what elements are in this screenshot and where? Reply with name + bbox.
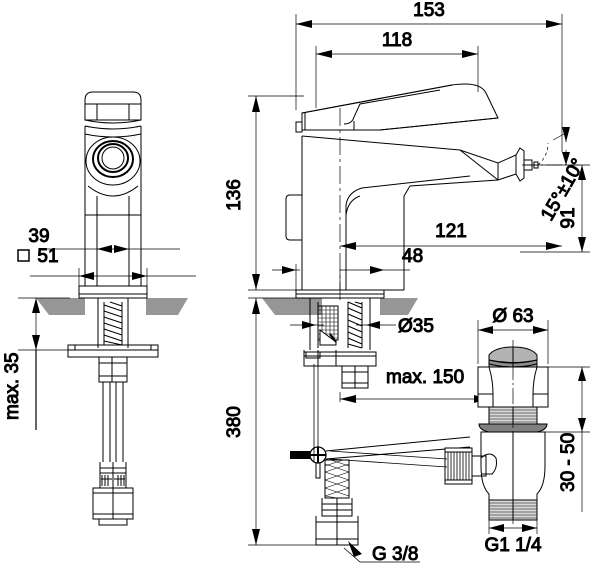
waste-detail-dimensions: Ø 63 30 - 50 G1 1/4 (477, 306, 590, 557)
dim-max-countertop: max. 35 (2, 352, 23, 420)
dim-waste-adjust-range: 30 - 50 (558, 433, 579, 492)
countertop-hatch-side (262, 298, 418, 315)
dim-spout-reach: 121 (435, 221, 467, 242)
dim-overall-length: 153 (413, 0, 445, 21)
dim-base-width-front: 39 (28, 226, 49, 247)
dim-hole-diameter: Ø35 (398, 316, 434, 337)
dim-waste-cap-diameter: Ø 63 (492, 306, 533, 327)
side-view-faucet (285, 83, 539, 546)
waste-detail-assembly (329, 340, 549, 524)
label-waste-thread: G1 1/4 (484, 535, 541, 556)
dim-overall-height: 136 (224, 179, 245, 211)
side-view-dimensions: 153 118 136 121 48 (224, 0, 590, 566)
dim-spout-length: 118 (382, 30, 412, 51)
dim-max-linkage: max. 150 (386, 367, 464, 388)
dim-base-square: 51 (37, 246, 58, 267)
front-view-faucet (67, 91, 159, 526)
label-supply-thread: G 3/8 (372, 544, 418, 565)
dim-spout-height: 91 (558, 207, 579, 228)
front-view-dimensions: 39 51 max. 35 (2, 226, 196, 430)
square-section-symbol (17, 249, 30, 262)
dim-tail-length: 380 (224, 406, 245, 438)
dim-base-offset: 48 (402, 246, 423, 267)
